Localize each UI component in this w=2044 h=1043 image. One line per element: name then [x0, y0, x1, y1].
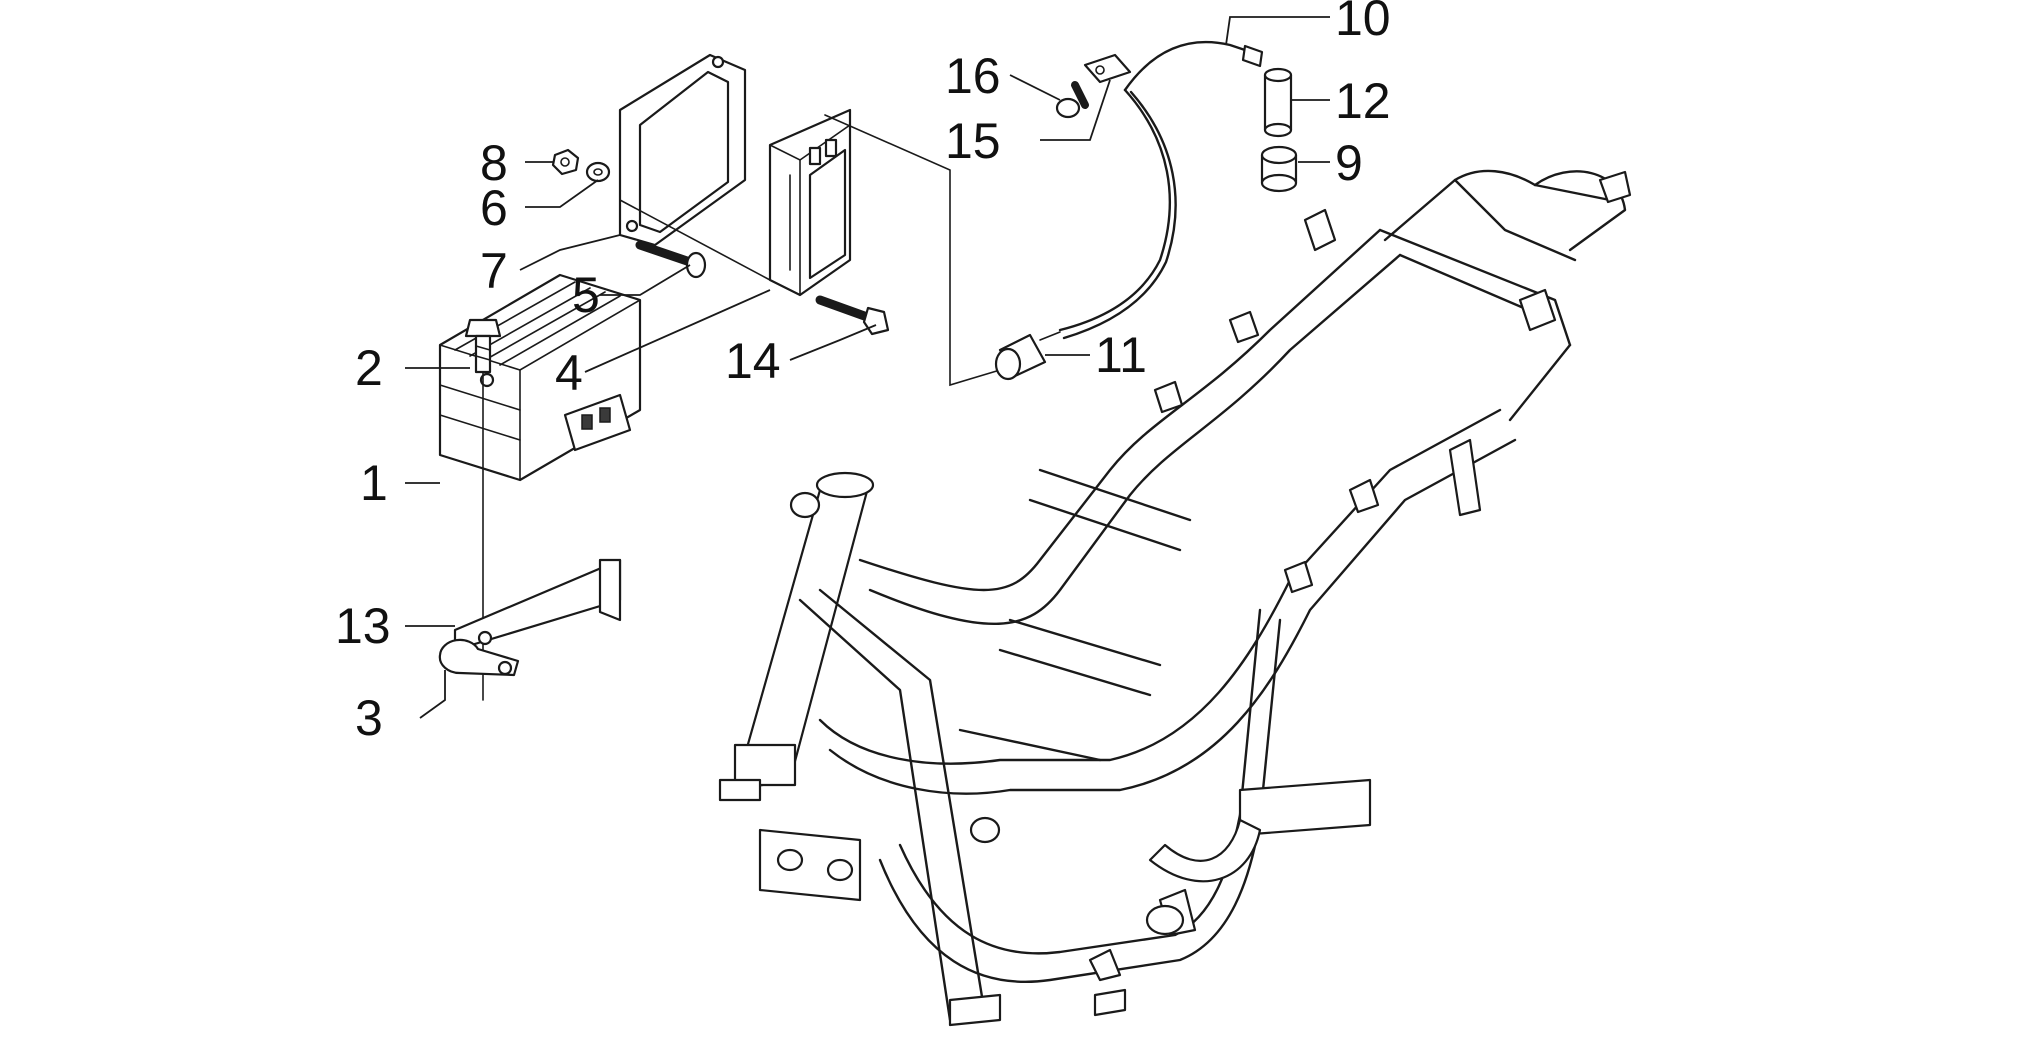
callout-16: 16: [945, 48, 1001, 104]
regulator-bolt: [464, 318, 502, 701]
callout-7: 7: [480, 243, 508, 299]
callout-11: 11: [1095, 327, 1147, 383]
mounting-bracket: [453, 558, 622, 652]
ground-cable: [1058, 40, 1264, 340]
callout-13: 13: [335, 598, 391, 654]
callout-3: 3: [355, 690, 383, 746]
scooter-frame: [718, 169, 1632, 1027]
callout-12: 12: [1335, 73, 1391, 129]
cable-terminal: [1083, 53, 1132, 84]
rubber-bush: [1260, 145, 1298, 193]
callout-10: 10: [1335, 0, 1391, 46]
voltage-regulator: [438, 273, 642, 482]
callout-6: 6: [480, 180, 508, 236]
terminal-screw: [1055, 81, 1089, 119]
callout-labels: 1 2 3 4 5 6 7 8 9 10 11 12 13 14 15 16: [335, 0, 1391, 746]
unit-bolt: [815, 295, 890, 336]
callout-8: 8: [480, 135, 508, 191]
callout-15: 15: [945, 113, 1001, 169]
leader-lines: [405, 16, 1330, 719]
callout-5: 5: [572, 267, 600, 323]
callout-4: 4: [555, 345, 583, 401]
washer: [585, 161, 611, 183]
cable-connector: [994, 331, 1061, 381]
gasket-frame: [618, 53, 747, 247]
screw: [635, 240, 707, 279]
spacer-sleeve: [1263, 67, 1293, 138]
callout-14: 14: [725, 333, 781, 389]
nut: [551, 148, 580, 176]
callout-1: 1: [360, 455, 388, 511]
callout-2: 2: [355, 340, 383, 396]
control-unit: [768, 108, 852, 297]
cable-clamp: [438, 638, 520, 677]
callout-9: 9: [1335, 135, 1363, 191]
